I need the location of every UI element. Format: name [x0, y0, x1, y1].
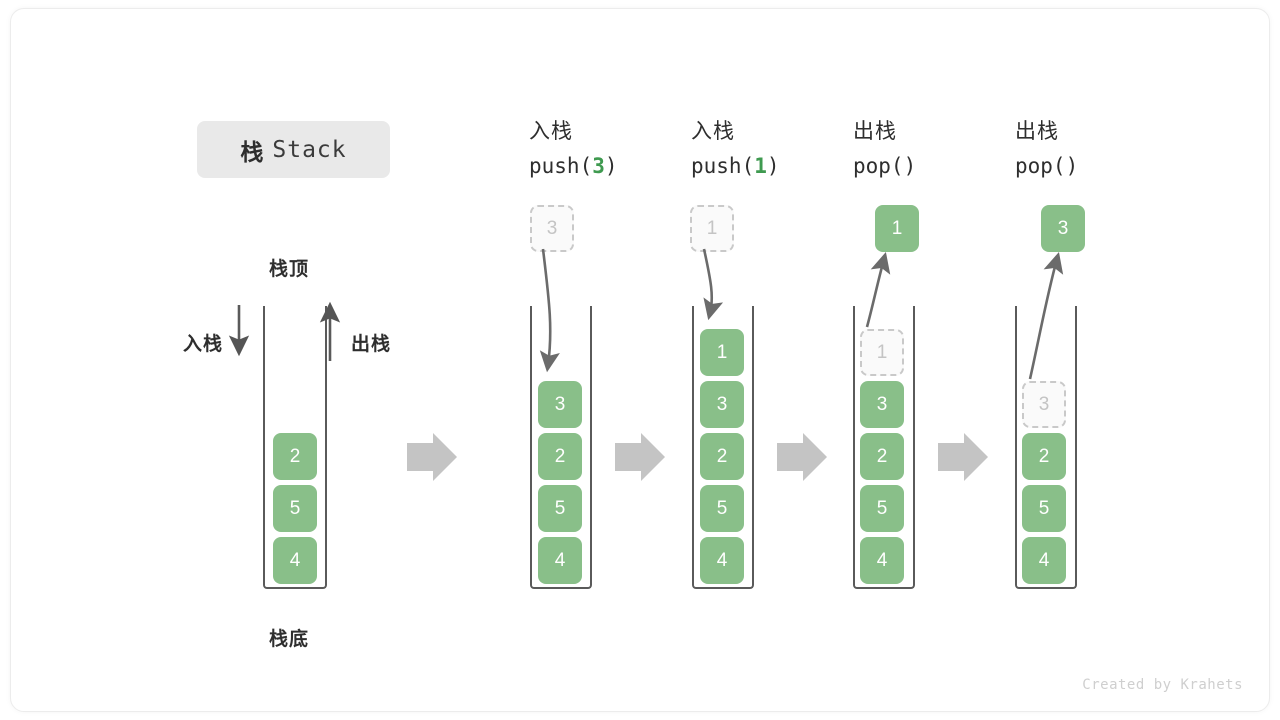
pop-fn-suffix: ) — [1065, 154, 1079, 178]
stack-cell: 3 — [538, 381, 582, 428]
title-cn: 栈 — [240, 138, 265, 165]
col-head-line1: 入栈 — [691, 120, 735, 143]
stack-container-push-3 — [530, 306, 592, 589]
push-arg-1: 1 — [754, 154, 767, 178]
col-head-pop-3: 出栈 pop() — [1015, 115, 1185, 183]
stack-cell: 5 — [1022, 485, 1066, 532]
stack-cell: 4 — [538, 537, 582, 584]
push-fn-suffix: ) — [604, 154, 618, 178]
stack-cell: 4 — [700, 537, 744, 584]
pop-fn-prefix: pop( — [1015, 154, 1066, 178]
col-head-line2: pop() — [853, 149, 1023, 183]
floating-cell-ghost: 1 — [690, 205, 734, 252]
diagram-title: 栈 Stack — [197, 121, 390, 178]
col-head-push-3: 入栈 push(3) — [529, 115, 699, 183]
transition-arrow — [938, 433, 988, 481]
stack-cell: 2 — [538, 433, 582, 480]
col-head-line1: 出栈 — [1015, 120, 1059, 143]
stack-cell: 2 — [700, 433, 744, 480]
stack-cell: 5 — [860, 485, 904, 532]
stack-cell: 3 — [860, 381, 904, 428]
col-head-line1: 入栈 — [529, 120, 573, 143]
stack-cell: 5 — [700, 485, 744, 532]
push-1-motion-arrow — [702, 248, 724, 321]
stack-cell: 4 — [273, 537, 317, 584]
stack-container-push-1 — [692, 306, 754, 589]
pop-direction-label: 出栈 — [351, 334, 392, 355]
floating-cell-popped: 1 — [875, 205, 919, 252]
col-head-line2: push(3) — [529, 149, 699, 183]
stack-cell: 1 — [700, 329, 744, 376]
pop-fn-prefix: pop( — [853, 154, 904, 178]
col-head-line2: push(1) — [691, 149, 861, 183]
transition-arrow — [407, 433, 457, 481]
stack-cell: 2 — [1022, 433, 1066, 480]
push-fn-suffix: ) — [766, 154, 780, 178]
stack-container-pop-1 — [853, 306, 915, 589]
push-fn-prefix: push( — [691, 154, 755, 178]
push-direction-label: 入栈 — [183, 334, 224, 355]
stack-cell: 5 — [538, 485, 582, 532]
stack-top-label: 栈顶 — [269, 259, 310, 280]
stack-cell: 2 — [860, 433, 904, 480]
title-en: Stack — [272, 136, 347, 163]
floating-cell-popped: 3 — [1041, 205, 1085, 252]
transition-arrow — [777, 433, 827, 481]
stack-container-pop-3 — [1015, 306, 1077, 589]
push-fn-prefix: push( — [529, 154, 593, 178]
stack-cell-ghost: 3 — [1022, 381, 1066, 428]
stack-container-initial — [263, 306, 327, 589]
push-arg-3: 3 — [592, 154, 605, 178]
stack-cell: 4 — [1022, 537, 1066, 584]
col-head-push-1: 入栈 push(1) — [691, 115, 861, 183]
col-head-pop-1: 出栈 pop() — [853, 115, 1023, 183]
col-head-line2: pop() — [1015, 149, 1185, 183]
col-head-line1: 出栈 — [853, 120, 897, 143]
stack-cell: 3 — [700, 381, 744, 428]
stack-bottom-label: 栈底 — [269, 629, 310, 650]
pop-fn-suffix: ) — [903, 154, 917, 178]
transition-arrow — [615, 433, 665, 481]
footer-credit: Created by Krahets — [1082, 677, 1243, 693]
stack-cell: 5 — [273, 485, 317, 532]
stack-cell: 4 — [860, 537, 904, 584]
diagram-card: 栈 Stack 栈顶 栈底 入栈 出栈 入栈 push(3) 入栈 push(1… — [10, 8, 1270, 712]
stack-cell-ghost: 1 — [860, 329, 904, 376]
floating-cell-ghost: 3 — [530, 205, 574, 252]
stack-cell: 2 — [273, 433, 317, 480]
